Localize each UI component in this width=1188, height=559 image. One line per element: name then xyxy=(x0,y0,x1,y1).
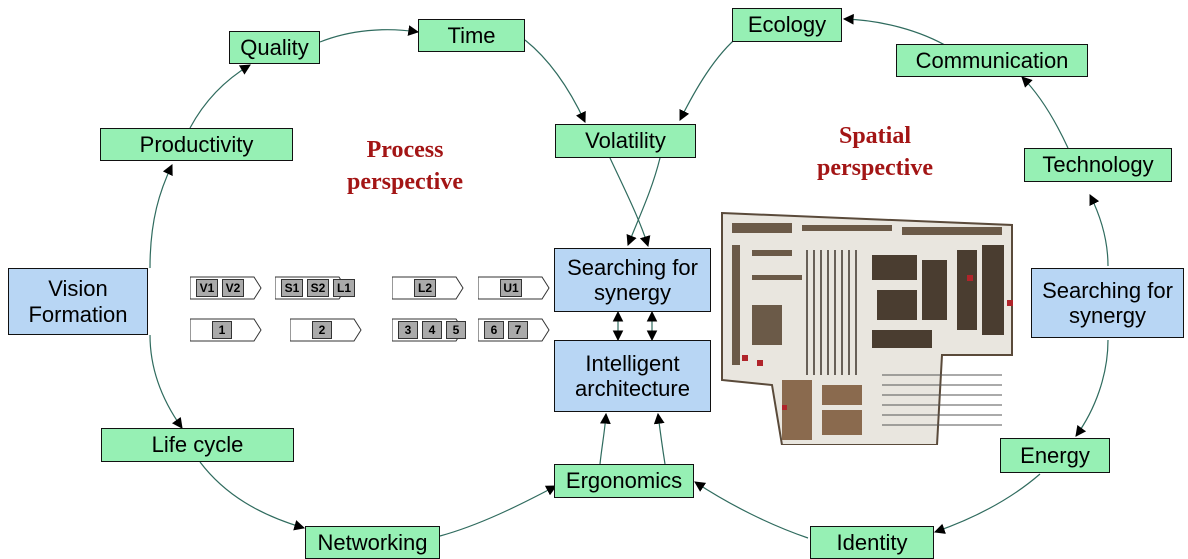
synergy-center-line2: synergy xyxy=(593,280,672,305)
node-identity[interactable]: Identity xyxy=(810,526,934,559)
node-quality[interactable]: Quality xyxy=(229,31,320,64)
spatial-title-line1: Spatial xyxy=(838,123,912,149)
node-ergonomics[interactable]: Ergonomics xyxy=(554,464,694,498)
arrow-time-to-volatility xyxy=(524,39,586,123)
stage-label: 6 xyxy=(484,321,504,339)
vision-line1: Vision xyxy=(48,276,108,302)
stage-label: S1 xyxy=(281,279,303,297)
arrow-communication-to-ecology xyxy=(842,13,951,49)
arrow-lifecycle-to-networking xyxy=(199,461,306,531)
node-searching-synergy-center[interactable]: Searching for synergy xyxy=(554,248,711,312)
stage-label: 1 xyxy=(212,321,232,339)
arrow-ergonomics-to-architecture-a xyxy=(599,412,611,465)
stage-chevron: 2 xyxy=(290,318,362,342)
vision-line2: Formation xyxy=(28,301,128,327)
stage-label: 7 xyxy=(508,321,528,339)
process-title-line2: perspective xyxy=(347,169,463,196)
arrow-ecology-to-volatility xyxy=(679,34,741,121)
arrow-vision-to-lifecycle xyxy=(149,334,183,429)
architecture-line1: Intelligent xyxy=(585,350,680,376)
arrow-identity-to-ergonomics xyxy=(694,481,809,539)
spatial-perspective-title: Spatial perspective xyxy=(800,120,950,185)
factory-floorplan-illustration xyxy=(721,211,1013,445)
node-vision-formation[interactable]: Vision Formation xyxy=(8,268,148,335)
node-volatility[interactable]: Volatility xyxy=(555,124,696,158)
arrow-energy-to-identity xyxy=(933,473,1041,534)
stage-label: U1 xyxy=(500,279,522,297)
stage-label: L1 xyxy=(333,279,355,297)
stage-label: V1 xyxy=(196,279,218,297)
node-time[interactable]: Time xyxy=(418,19,525,52)
stage-label: 2 xyxy=(312,321,332,339)
stage-label: V2 xyxy=(222,279,244,297)
node-intelligent-architecture[interactable]: Intelligent architecture xyxy=(554,340,711,412)
node-energy[interactable]: Energy xyxy=(1000,438,1110,473)
process-title-line1: Process xyxy=(366,137,444,163)
spatial-title-line2: perspective xyxy=(817,155,933,182)
arrow-vision-to-productivity xyxy=(149,164,173,269)
arrow-quality-to-time xyxy=(319,25,420,43)
node-networking[interactable]: Networking xyxy=(305,526,440,559)
arrow-synergy-to-technology xyxy=(1089,194,1109,267)
stage-label: 4 xyxy=(422,321,442,339)
stage-label: 5 xyxy=(446,321,466,339)
process-perspective-title: Process perspective xyxy=(330,134,480,199)
arrow-networking-to-ergonomics xyxy=(439,485,557,537)
arrow-ergonomics-to-architecture-b xyxy=(653,412,666,465)
synergy-center-line1: Searching for xyxy=(567,254,698,280)
arrow-productivity-to-quality xyxy=(189,64,251,129)
node-searching-synergy-spatial[interactable]: Searching for synergy xyxy=(1031,268,1184,338)
node-communication[interactable]: Communication xyxy=(896,44,1088,77)
stage-label: L2 xyxy=(414,279,436,297)
arrow-volatility-to-synergy-a xyxy=(609,157,651,248)
synergy-spatial-line2: synergy xyxy=(1068,303,1147,328)
stage-label: S2 xyxy=(307,279,329,297)
stage-chevron: 1 xyxy=(190,318,262,342)
node-life-cycle[interactable]: Life cycle xyxy=(101,428,294,462)
node-ecology[interactable]: Ecology xyxy=(732,8,842,42)
synergy-spatial-line1: Searching for xyxy=(1042,277,1173,303)
arrow-technology-to-communication xyxy=(1021,76,1069,149)
architecture-line2: architecture xyxy=(575,376,690,401)
stage-chevron: L2 xyxy=(392,276,464,300)
stage-chevron: U1 xyxy=(478,276,550,300)
node-technology[interactable]: Technology xyxy=(1024,148,1172,182)
stage-label: 3 xyxy=(398,321,418,339)
node-productivity[interactable]: Productivity xyxy=(100,128,293,161)
arrow-synergy-to-energy xyxy=(1075,339,1109,437)
arrow-volatility-to-synergy-b xyxy=(626,157,661,247)
